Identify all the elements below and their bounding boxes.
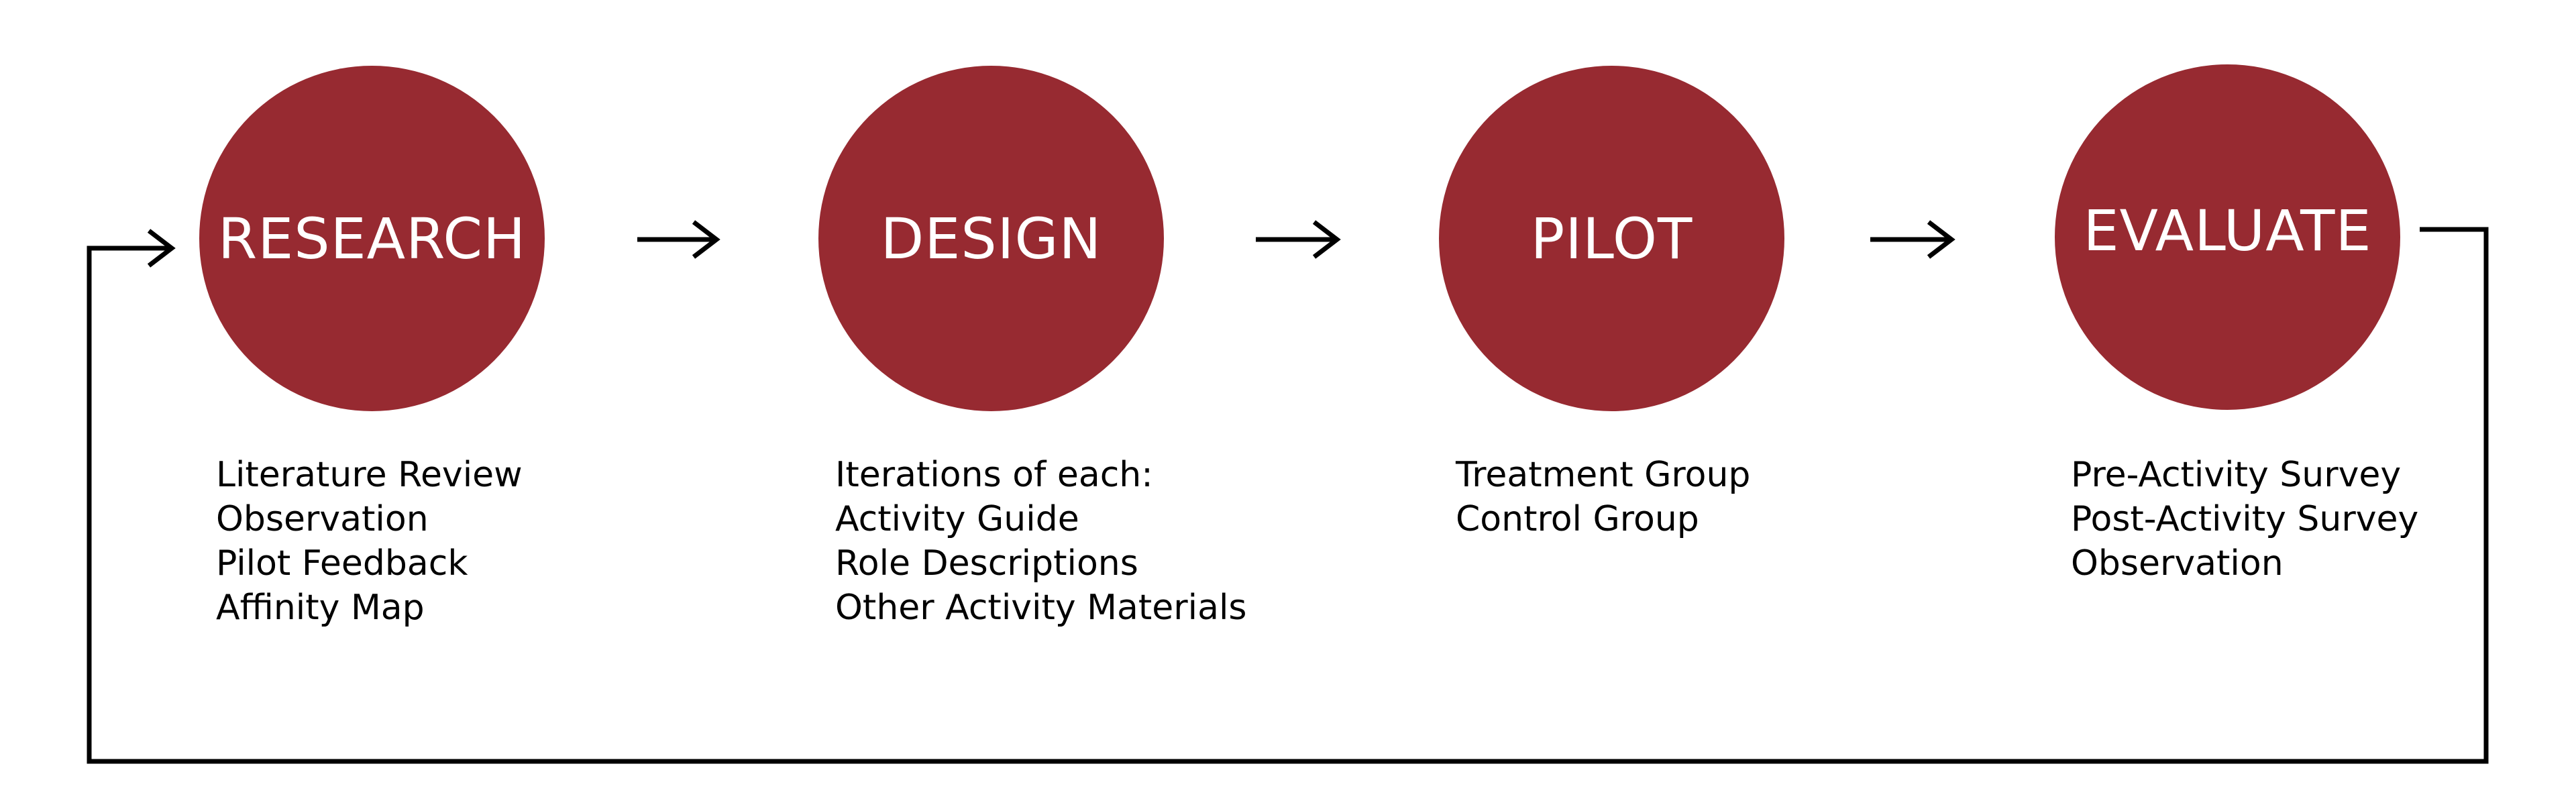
stage-pilot-circle: PILOT: [1439, 66, 1784, 411]
design-item: Role Descriptions: [835, 543, 1138, 584]
stage-evaluate-title: EVALUATE: [2083, 197, 2372, 264]
design-item: Activity Guide: [835, 499, 1079, 539]
stage-research-title: RESEARCH: [217, 205, 527, 272]
arrow-research-to-design: [637, 220, 720, 259]
research-item-list: Literature Review Observation Pilot Feed…: [216, 453, 523, 630]
stage-design-circle: DESIGN: [818, 66, 1164, 411]
stage-pilot-title: PILOT: [1530, 205, 1693, 272]
design-item: Iterations of each:: [835, 455, 1153, 495]
design-item-list: Iterations of each: Activity Guide Role …: [835, 453, 1247, 630]
research-item: Pilot Feedback: [216, 543, 468, 584]
arrow-design-to-pilot: [1256, 220, 1341, 259]
arrow-pilot-to-evaluate: [1870, 220, 1955, 259]
evaluate-item-list: Pre-Activity Survey Post-Activity Survey…: [2071, 453, 2418, 586]
research-item: Literature Review: [216, 455, 523, 495]
evaluate-item: Pre-Activity Survey: [2071, 455, 2402, 495]
pilot-item: Control Group: [1456, 499, 1699, 539]
stage-design-title: DESIGN: [880, 205, 1102, 272]
stage-evaluate-circle: EVALUATE: [2055, 64, 2400, 410]
pilot-item-list: Treatment Group Control Group: [1456, 453, 1750, 541]
evaluate-item: Observation: [2071, 543, 2284, 584]
evaluate-item: Post-Activity Survey: [2071, 499, 2419, 539]
pilot-item: Treatment Group: [1456, 455, 1751, 495]
design-item: Other Activity Materials: [835, 588, 1247, 628]
research-item: Affinity Map: [216, 588, 425, 628]
research-item: Observation: [216, 499, 429, 539]
stage-research-circle: RESEARCH: [199, 66, 545, 411]
